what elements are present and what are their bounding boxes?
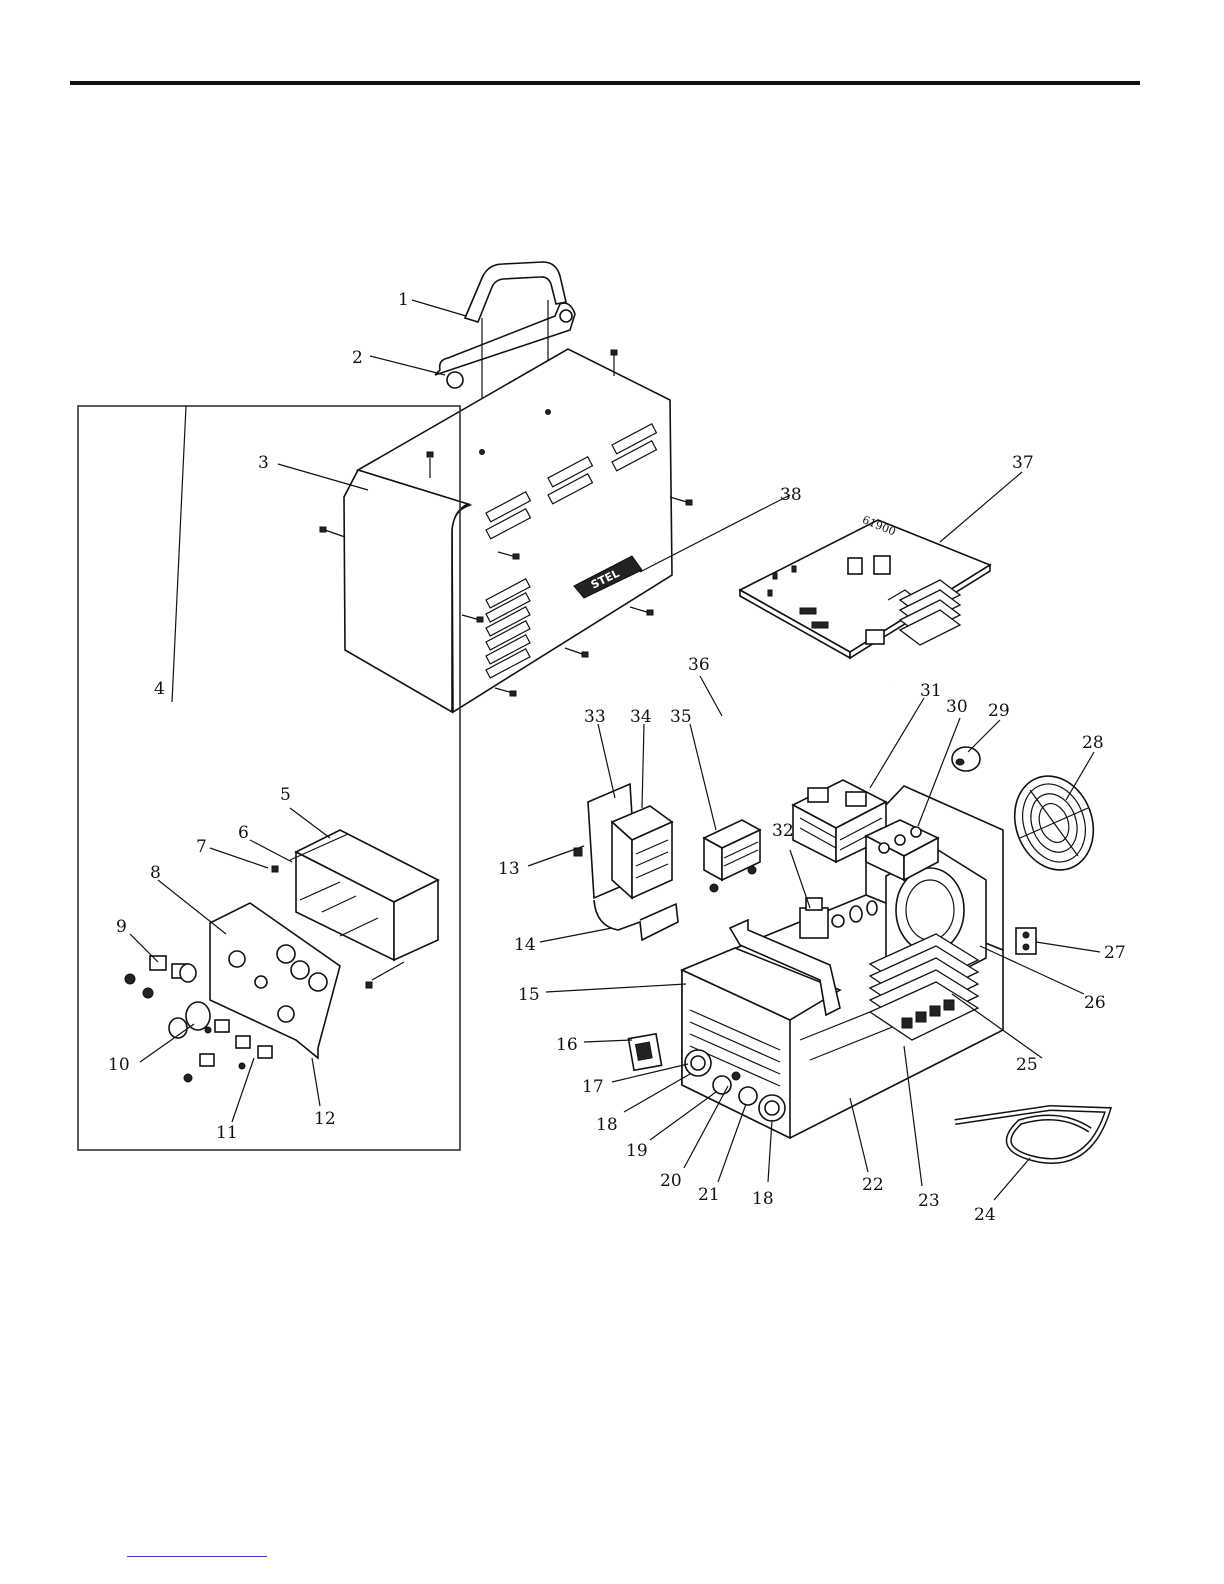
callout-34: 34 xyxy=(630,707,652,727)
callout-23: 23 xyxy=(918,1191,940,1211)
callout-26: 26 xyxy=(1084,993,1106,1013)
callout-13: 13 xyxy=(498,859,520,879)
callout-3: 3 xyxy=(258,453,269,473)
callout-25: 25 xyxy=(1016,1055,1038,1075)
callout-22: 22 xyxy=(862,1175,884,1195)
fan-guard-part xyxy=(1002,765,1106,881)
callout-6: 6 xyxy=(238,823,249,843)
callout-12: 12 xyxy=(314,1109,336,1129)
capacitor-part xyxy=(952,747,980,771)
callout-17: 17 xyxy=(582,1077,604,1097)
callout-32: 32 xyxy=(772,821,794,841)
choke-part xyxy=(574,784,678,940)
callout-9: 9 xyxy=(116,917,127,937)
cover-part: STEL xyxy=(320,349,692,712)
callout-35: 35 xyxy=(670,707,692,727)
callout-28: 28 xyxy=(1082,733,1104,753)
callout-29: 29 xyxy=(988,701,1010,721)
callout-14: 14 xyxy=(514,935,536,955)
callout-1: 1 xyxy=(398,290,409,310)
callout-30: 30 xyxy=(946,697,968,717)
callout-36: 36 xyxy=(688,655,710,675)
callout-18a: 18 xyxy=(596,1115,618,1135)
callout-37: 37 xyxy=(1012,453,1034,473)
callout-38: 38 xyxy=(780,485,802,505)
callout-15: 15 xyxy=(518,985,540,1005)
callout-19: 19 xyxy=(626,1141,648,1161)
pcb-part: 61900 xyxy=(740,513,990,658)
callout-27: 27 xyxy=(1104,943,1126,963)
gas-hose-part xyxy=(955,1108,1108,1161)
receptacle-part xyxy=(628,1034,661,1070)
callout-7: 7 xyxy=(196,837,207,857)
callout-2: 2 xyxy=(352,348,363,368)
callout-24: 24 xyxy=(974,1205,996,1225)
callout-18b: 18 xyxy=(752,1189,774,1209)
callout-31: 31 xyxy=(920,681,942,701)
callout-11: 11 xyxy=(216,1123,238,1143)
callout-5: 5 xyxy=(280,785,291,805)
callout-20: 20 xyxy=(660,1171,682,1191)
callout-10: 10 xyxy=(108,1055,130,1075)
rectifier-module-part xyxy=(704,820,760,892)
callout-16: 16 xyxy=(556,1035,578,1055)
terminal-block-part xyxy=(1016,928,1036,954)
callout-8: 8 xyxy=(150,863,161,883)
callout-4: 4 xyxy=(154,679,165,699)
callout-33: 33 xyxy=(584,707,606,727)
callout-21: 21 xyxy=(698,1185,720,1205)
hose-part xyxy=(718,682,894,716)
